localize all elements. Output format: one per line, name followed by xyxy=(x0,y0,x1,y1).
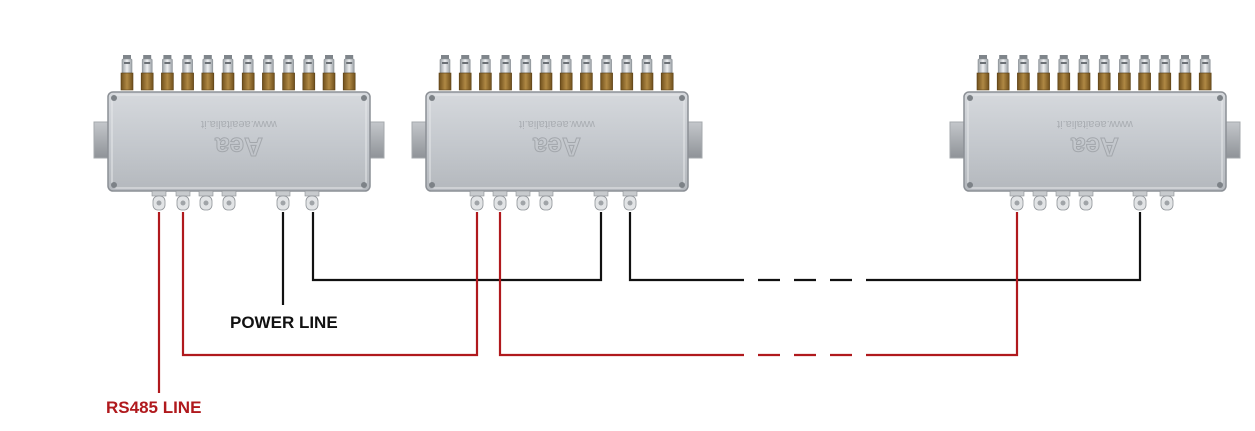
rs485-line-segment xyxy=(181,212,479,357)
bnc-connector-icon xyxy=(499,55,512,91)
bnc-connector-icon xyxy=(1037,55,1050,91)
cable-gland-icon xyxy=(538,190,554,211)
enclosure-body xyxy=(107,91,371,192)
cable-gland-icon xyxy=(151,190,167,211)
cable-gland-icon xyxy=(221,190,237,211)
bnc-connector-icon xyxy=(976,55,990,91)
cable-gland-icon xyxy=(1078,190,1094,211)
screw-icon xyxy=(361,95,367,101)
box-website-imprint: www.aeaitalia.it xyxy=(519,118,596,130)
box-website-imprint: www.aeaitalia.it xyxy=(201,118,278,130)
bnc-connector-icon xyxy=(161,55,174,91)
bnc-connector-icon xyxy=(120,55,134,91)
bnc-connector-icon xyxy=(282,55,295,91)
bnc-connector-icon xyxy=(181,55,194,91)
bnc-connector-icon xyxy=(539,55,553,91)
box-logo-imprint: Aea xyxy=(215,132,263,162)
box-logo-imprint: Aea xyxy=(1071,132,1119,162)
rs485-line-segment xyxy=(870,212,1019,357)
power-line-segment xyxy=(311,212,603,282)
cable-gland-icon xyxy=(593,190,609,211)
rs485-line-segment xyxy=(498,212,722,357)
bnc-connector-icon xyxy=(322,55,336,91)
screw-icon xyxy=(111,95,117,101)
rs485-line-label: RS485 LINE xyxy=(106,398,202,417)
bnc-connector-icon xyxy=(1097,55,1111,91)
box-website-imprint: www.aeaitalia.it xyxy=(1057,118,1134,130)
bnc-connector-icon xyxy=(1077,55,1091,91)
cable-gland-icon xyxy=(175,190,191,211)
bnc-connector-icon xyxy=(479,55,492,91)
screw-icon xyxy=(429,182,435,188)
cable-gland-icon xyxy=(1132,190,1148,211)
bnc-connector-icon xyxy=(580,55,593,91)
bnc-connector-icon xyxy=(600,55,613,91)
bnc-connector-icon xyxy=(660,55,674,91)
cable-gland-icon xyxy=(304,190,320,211)
bnc-connector-icon xyxy=(1178,55,1192,91)
bnc-connector-icon xyxy=(996,55,1010,91)
bnc-connector-icon xyxy=(1138,55,1151,91)
screw-icon xyxy=(967,95,973,101)
bnc-connector-icon xyxy=(342,55,356,91)
screw-icon xyxy=(679,182,685,188)
bnc-connector-icon xyxy=(1198,55,1212,91)
bnc-connector-icon xyxy=(201,55,215,91)
enclosure-bevel xyxy=(967,94,1223,189)
enclosure-body xyxy=(425,91,689,192)
enclosure-body xyxy=(963,91,1227,192)
cable-gland-icon xyxy=(198,190,214,211)
screw-icon xyxy=(679,95,685,101)
cable-gland-icon xyxy=(275,190,291,211)
cable-gland-icon xyxy=(515,190,531,211)
bnc-connector-icon xyxy=(438,55,452,91)
enclosure-bevel xyxy=(429,94,685,189)
bnc-connector-icon xyxy=(1158,55,1172,91)
cable-gland-icon xyxy=(1159,190,1175,211)
cable-gland-icon xyxy=(1055,190,1071,211)
cable-gland-icon xyxy=(1032,190,1048,211)
power-line-segment xyxy=(628,212,722,282)
screw-icon xyxy=(1217,95,1223,101)
bnc-connector-icon xyxy=(559,55,573,91)
bnc-connector-icon xyxy=(262,55,275,91)
bnc-connector-icon xyxy=(519,55,533,91)
cable-gland-icon xyxy=(622,190,638,211)
power-line-label: POWER LINE xyxy=(230,313,338,332)
cable-gland-icon xyxy=(1009,190,1025,211)
bnc-connector-icon xyxy=(1057,55,1071,91)
bnc-connector-icon xyxy=(1118,55,1131,91)
bnc-connector-icon xyxy=(221,55,235,91)
screw-icon xyxy=(361,182,367,188)
cable-gland-icon xyxy=(469,190,485,211)
screw-icon xyxy=(111,182,117,188)
bnc-connector-icon xyxy=(620,55,634,91)
screw-icon xyxy=(967,182,973,188)
bnc-connector-icon xyxy=(1017,55,1030,91)
bnc-connector-icon xyxy=(140,55,154,91)
power-line-segment xyxy=(870,212,1142,282)
bnc-connector-icon xyxy=(640,55,654,91)
screw-icon xyxy=(429,95,435,101)
screw-icon xyxy=(1217,182,1223,188)
bnc-connector-icon xyxy=(241,55,255,91)
box-logo-imprint: Aea xyxy=(533,132,581,162)
bnc-connector-icon xyxy=(302,55,316,91)
enclosure-bevel xyxy=(111,94,367,189)
cable-gland-icon xyxy=(492,190,508,211)
bnc-connector-icon xyxy=(458,55,472,91)
